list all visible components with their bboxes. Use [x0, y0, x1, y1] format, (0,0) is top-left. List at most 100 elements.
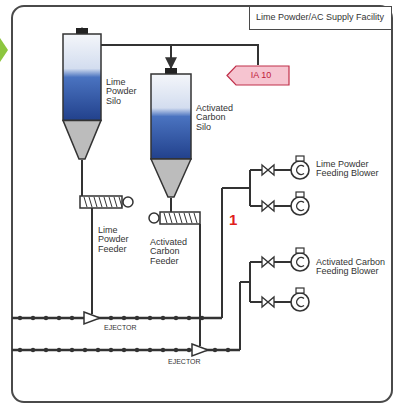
- silo-label: Activated Carbon Silo: [196, 104, 242, 132]
- air-pipe: [221, 188, 223, 318]
- valve-symbol: [262, 201, 274, 211]
- pipe-flange: [135, 348, 139, 352]
- pipe-flange: [213, 348, 217, 352]
- screw-flight: [119, 197, 122, 207]
- feeder-screw: [84, 197, 122, 207]
- tag-text: IA 10: [241, 71, 276, 80]
- screw-flight: [179, 213, 182, 223]
- panel-border: [12, 6, 392, 402]
- screw-flight: [99, 197, 102, 207]
- feed-pipe: [199, 224, 201, 346]
- silo-label: Lime Powder Silo: [106, 78, 146, 106]
- valve-body: [262, 257, 274, 267]
- blower-symbol: [291, 192, 309, 215]
- storage-silo: Lime Powder Silo: [62, 28, 102, 160]
- blower-symbol: [291, 248, 309, 271]
- pipe-flange: [44, 348, 48, 352]
- pipe-flange: [122, 316, 126, 320]
- title-box: Lime Powder/AC Supply Facility: [249, 6, 392, 30]
- blower-casing: [291, 197, 309, 215]
- feed-pipe: [91, 208, 93, 314]
- blower-casing: [291, 253, 309, 271]
- blower-impeller: [297, 298, 304, 307]
- pipe-flange: [70, 316, 74, 320]
- silo-outline: [62, 28, 102, 160]
- silo-cap: [165, 68, 177, 74]
- air-pipe: [239, 282, 241, 350]
- pipe-flange: [148, 316, 152, 320]
- pipe-flange: [18, 348, 22, 352]
- pipe-flange: [187, 316, 191, 320]
- blower-casing: [291, 161, 309, 179]
- valve-symbol: [262, 257, 274, 267]
- feeder-motor: [123, 197, 133, 207]
- blower-outlet: [296, 156, 304, 161]
- blower-impeller: [297, 202, 304, 211]
- equipment-label: Activated Carbon Feeder: [150, 238, 196, 266]
- blower-casing: [291, 293, 309, 311]
- pipe-flange: [174, 316, 178, 320]
- silo-cap: [76, 28, 88, 34]
- valve-body: [262, 165, 274, 175]
- screw-flight: [104, 197, 107, 207]
- screw-flight: [164, 213, 167, 223]
- screw-flight: [184, 213, 187, 223]
- screw-flight: [169, 213, 172, 223]
- equipment-label: Lime Powder Feeder: [98, 226, 142, 254]
- blower-outlet: [296, 192, 304, 197]
- callout-number: 1: [229, 212, 243, 228]
- screw-flight: [174, 213, 177, 223]
- ejector-label: EJECTOR: [168, 358, 228, 365]
- silo-body: [63, 34, 101, 120]
- blower-outlet: [296, 288, 304, 293]
- pipe-flange: [148, 348, 152, 352]
- silo-body: [151, 74, 191, 159]
- screw-flight: [84, 197, 87, 207]
- air-pipe: [249, 262, 251, 302]
- screw-flight: [94, 197, 97, 207]
- pipe-flange: [200, 316, 204, 320]
- ejector-symbol: [84, 312, 100, 324]
- pipe-flange: [44, 316, 48, 320]
- blower-impeller: [297, 258, 304, 267]
- air-supply-line: [171, 45, 258, 68]
- pipe-flange: [83, 348, 87, 352]
- blower-outlet: [296, 248, 304, 253]
- blower-impeller: [297, 166, 304, 175]
- pipe-flange: [57, 316, 61, 320]
- pipe-flange: [174, 348, 178, 352]
- air-pipe: [222, 187, 250, 189]
- pipe-flange: [135, 316, 139, 320]
- valve-symbol: [262, 165, 274, 175]
- screw-flight: [189, 213, 192, 223]
- silo-outlet: [170, 198, 172, 212]
- air-pipe: [249, 170, 251, 206]
- screw-flight: [194, 213, 197, 223]
- screw-flight: [114, 197, 117, 207]
- ejector-symbol: [192, 344, 208, 356]
- feeder-motor: [149, 213, 159, 223]
- screw-flight: [109, 197, 112, 207]
- pipe-flange: [161, 316, 165, 320]
- silo-cone: [63, 120, 101, 159]
- pipe-flange: [109, 348, 113, 352]
- facility-title: Lime Powder/AC Supply Facility: [256, 13, 384, 22]
- instrument-tag: IA 10: [226, 65, 290, 86]
- feeder-screw: [164, 213, 197, 223]
- pipe-flange: [70, 348, 74, 352]
- blower-symbols: [291, 156, 309, 311]
- pipe-flange: [31, 316, 35, 320]
- equipment-label: Lime Powder Feeding Blower: [316, 160, 386, 179]
- pipe-flange: [122, 348, 126, 352]
- silo-outlet: [81, 160, 83, 196]
- pipe-flange: [18, 316, 22, 320]
- air-pipe: [240, 281, 250, 283]
- green-pointer: [0, 38, 8, 62]
- ejector-label: EJECTOR: [104, 324, 164, 331]
- silo-cone: [151, 159, 191, 197]
- equipment-label: Activated Carbon Feeding Blower: [316, 258, 388, 277]
- pipe-flange: [96, 348, 100, 352]
